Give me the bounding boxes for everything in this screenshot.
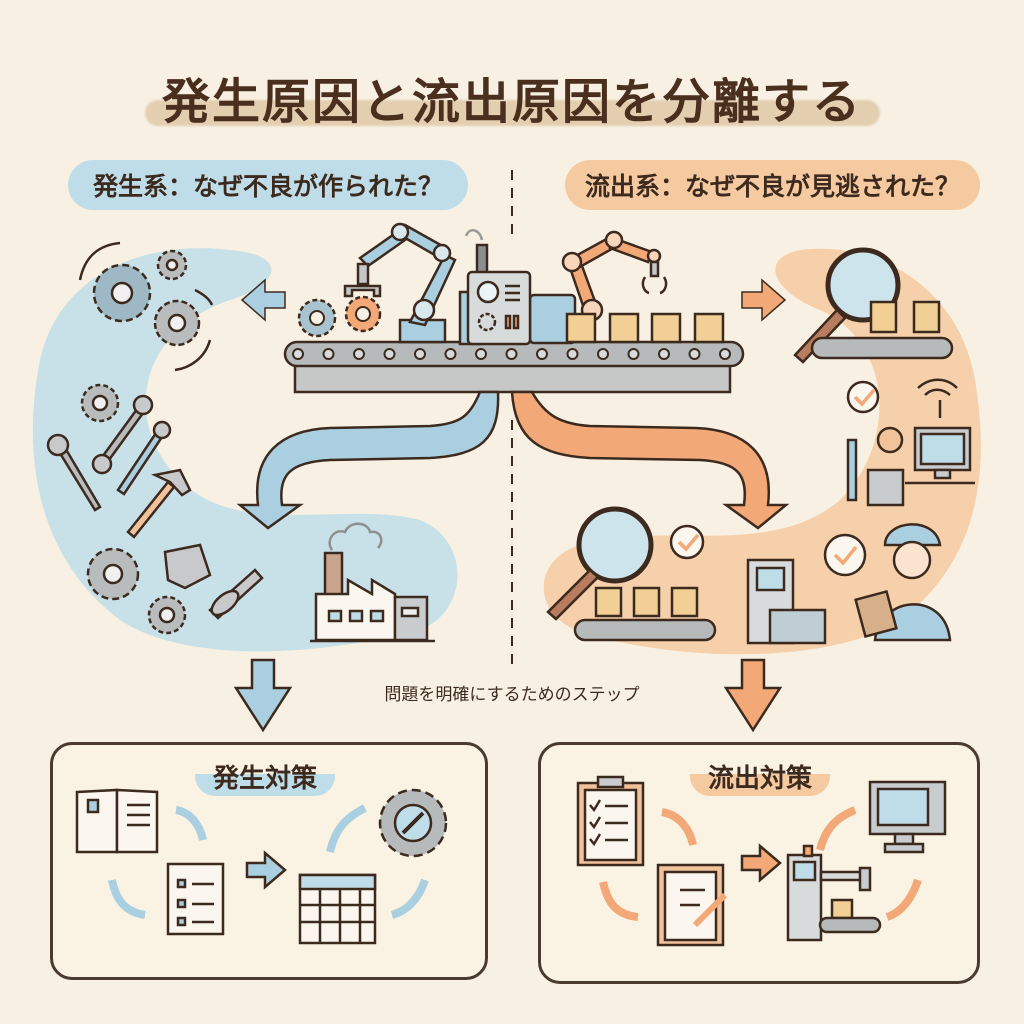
down-arrow-icon xyxy=(723,658,783,733)
outflow-countermeasure-heading: 流出対策 xyxy=(690,756,830,796)
title-highlight xyxy=(145,100,880,126)
box-icon xyxy=(693,312,725,344)
box-icon xyxy=(565,312,725,344)
occurrence-region xyxy=(32,248,458,652)
manual-book-icon xyxy=(75,788,159,854)
check-icon xyxy=(669,524,705,560)
inspection-machine-icon xyxy=(746,558,827,645)
roller-icon xyxy=(627,348,640,360)
calendar-icon xyxy=(298,873,377,945)
worker-clipboard-icon xyxy=(854,523,952,642)
wifi-icon xyxy=(917,378,958,418)
conveyor-icon xyxy=(810,300,954,360)
step-arrow-icon xyxy=(885,878,922,921)
gear-icon xyxy=(297,298,337,338)
roller-icon xyxy=(383,348,396,360)
step-arrow-icon xyxy=(740,843,782,883)
gear-icon xyxy=(92,263,152,323)
wrench-icon xyxy=(46,433,102,512)
conveyor-belt-icon xyxy=(283,340,745,394)
gear-icon xyxy=(156,249,188,281)
roller-icon xyxy=(322,348,335,360)
broken-part-icon xyxy=(163,543,212,590)
page-title: 発生原因と流出原因を分離する xyxy=(161,74,862,130)
occurrence-countermeasure-heading: 発生対策 xyxy=(195,756,335,796)
right-arrow-icon xyxy=(741,278,787,322)
monitor-icon xyxy=(868,780,947,854)
control-panel-icon xyxy=(458,228,577,346)
monitor-icon xyxy=(905,426,975,485)
step-arrow-icon xyxy=(390,878,429,919)
left-arrow-icon xyxy=(240,278,286,322)
checklist-clipboard-icon xyxy=(576,775,645,867)
robot-arm-icon xyxy=(343,222,457,344)
clipboard-pencil-icon xyxy=(656,863,728,947)
magnifier-icon xyxy=(546,506,654,621)
box-icon xyxy=(565,312,597,344)
roller-icon xyxy=(719,348,731,360)
box-icon xyxy=(650,312,682,344)
checklist-notepad-icon xyxy=(166,862,225,936)
occurrence-flow-arrow xyxy=(236,390,500,530)
gear-icon xyxy=(147,595,187,635)
occurrence-label: 発生系：なぜ不良が作られた？ xyxy=(68,160,468,210)
roller-icon xyxy=(444,348,457,360)
shaft-part-icon xyxy=(208,568,264,620)
roller-icon xyxy=(353,348,365,360)
check-icon xyxy=(846,380,880,414)
step-arrow-icon xyxy=(245,850,287,890)
box-icon xyxy=(608,312,640,344)
step-arrow-icon xyxy=(326,804,367,853)
wrench-icon xyxy=(91,394,154,475)
roller-icon xyxy=(658,348,670,360)
step-arrow-icon xyxy=(661,808,697,846)
gear-icon xyxy=(153,299,201,347)
inspector-icon xyxy=(846,426,905,507)
step-arrow-icon xyxy=(599,881,639,921)
outflow-label: 流出系：なぜ不良が見逃された？ xyxy=(565,160,980,210)
roller-icon xyxy=(505,348,518,360)
down-arrow-icon xyxy=(233,658,293,733)
gear-icon xyxy=(86,547,140,601)
step-arrow-icon xyxy=(816,806,857,852)
hammer-icon xyxy=(126,468,192,539)
step-arrow-icon xyxy=(175,806,207,841)
steps-caption: 問題を明確にするためのステップ xyxy=(384,685,640,705)
roller-icon xyxy=(292,348,304,360)
broken-gear-icon xyxy=(80,383,120,423)
gear-wrench-icon xyxy=(378,788,448,858)
rotate-arrow-icon xyxy=(194,288,214,306)
check-bubble-icon xyxy=(823,533,867,577)
roller-icon xyxy=(475,348,487,360)
robot-arm-icon xyxy=(561,230,668,322)
roller-icon xyxy=(597,348,609,360)
roller-icon xyxy=(688,348,701,360)
automated-inspection-machine-icon xyxy=(786,844,882,942)
step-arrow-icon xyxy=(108,879,146,919)
outflow-flow-arrow xyxy=(510,390,790,530)
roller-icon xyxy=(536,348,548,360)
roller-icon xyxy=(566,348,579,360)
rotate-arrow-icon xyxy=(174,339,212,372)
roller-icon xyxy=(414,348,426,360)
adjustable-wrench-icon xyxy=(116,420,172,496)
conveyor-icon xyxy=(573,586,717,642)
rotate-arrow-icon xyxy=(78,241,121,281)
gear-icon xyxy=(344,295,382,333)
factory-icon xyxy=(310,522,435,643)
